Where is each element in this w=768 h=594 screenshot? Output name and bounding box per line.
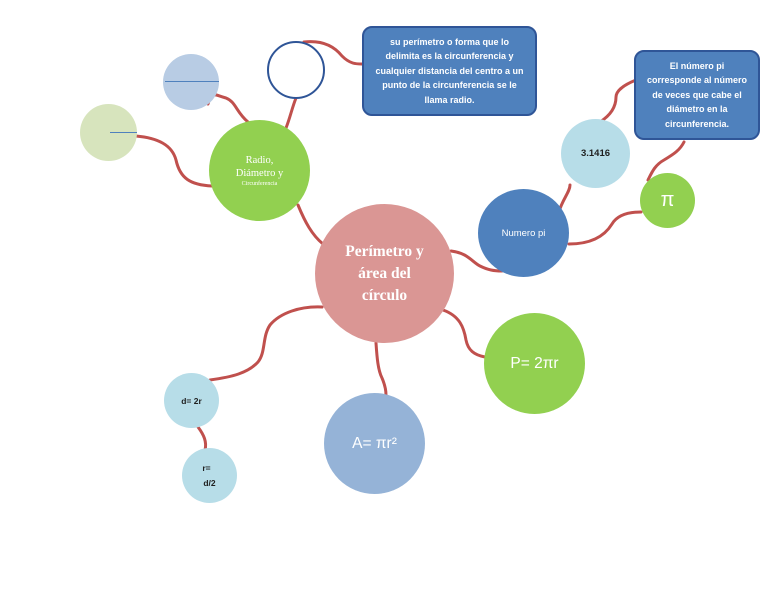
pi-value-node[interactable]: 3.1416 <box>561 119 630 188</box>
radio-diametro-label: Radio, Diámetro y <box>235 154 284 179</box>
connector-center-numeropi <box>449 249 504 273</box>
pi-definition-box[interactable]: El número pi corresponde al número de ve… <box>634 50 760 140</box>
diameter-illustration-circle[interactable] <box>80 104 137 161</box>
numero-pi-node[interactable]: Numero pi <box>478 189 569 277</box>
pi-symbol-label: π <box>660 189 675 211</box>
pi-symbol-node[interactable]: π <box>640 173 695 228</box>
connector-pisymbol-definition <box>646 140 686 182</box>
radius-formula-line1: r= <box>202 462 211 473</box>
connector-center-area <box>374 341 388 397</box>
center-label: Perímetro y área del círculo <box>345 242 424 304</box>
radio-definition-box[interactable]: su perímetro o forma que lo delimita es … <box>362 26 537 116</box>
radio-diametro-node[interactable]: Radio, Diámetro y Circunferencia <box>209 120 310 221</box>
perimeter-formula-label: P= 2πr <box>510 354 559 372</box>
radio-diametro-sublabel: Circunferencia <box>241 180 278 187</box>
circumference-outline-circle[interactable] <box>267 41 325 99</box>
radius-formula-line2: d/2 <box>203 477 216 488</box>
connector-center-perimeter <box>441 308 487 359</box>
connector-radio-palegreen <box>134 134 214 188</box>
pi-definition-text: El número pi corresponde al número de ve… <box>646 60 748 129</box>
connector-center-radio <box>296 203 325 246</box>
connector-numeropi-pisymbol <box>567 210 643 246</box>
connector-center-diameter <box>208 305 324 382</box>
connector-pivalue-definition <box>598 78 638 124</box>
radius-illustration-circle[interactable] <box>163 54 219 110</box>
area-formula-node[interactable]: A= πr² <box>324 393 425 494</box>
connector-emptycircle-definition <box>302 40 364 66</box>
diameter-formula-label: d= 2r <box>181 395 202 406</box>
diameter-line-icon <box>110 132 137 133</box>
area-formula-label: A= πr² <box>352 434 397 452</box>
connector-radio-emptycircle <box>284 96 298 130</box>
connector-radio-bluecircle <box>206 93 250 124</box>
center-node[interactable]: Perímetro y área del círculo <box>315 204 454 343</box>
diameter-formula-node[interactable]: d= 2r <box>164 373 219 428</box>
numero-pi-label: Numero pi <box>501 227 546 239</box>
radio-definition-text: su perímetro o forma que lo delimita es … <box>375 36 524 105</box>
connector-diameter-radius <box>196 425 208 452</box>
pi-value-label: 3.1416 <box>580 148 611 159</box>
perimeter-formula-node[interactable]: P= 2πr <box>484 313 585 414</box>
radius-formula-node[interactable]: r= d/2 <box>182 448 237 503</box>
radius-line-icon <box>165 81 219 82</box>
